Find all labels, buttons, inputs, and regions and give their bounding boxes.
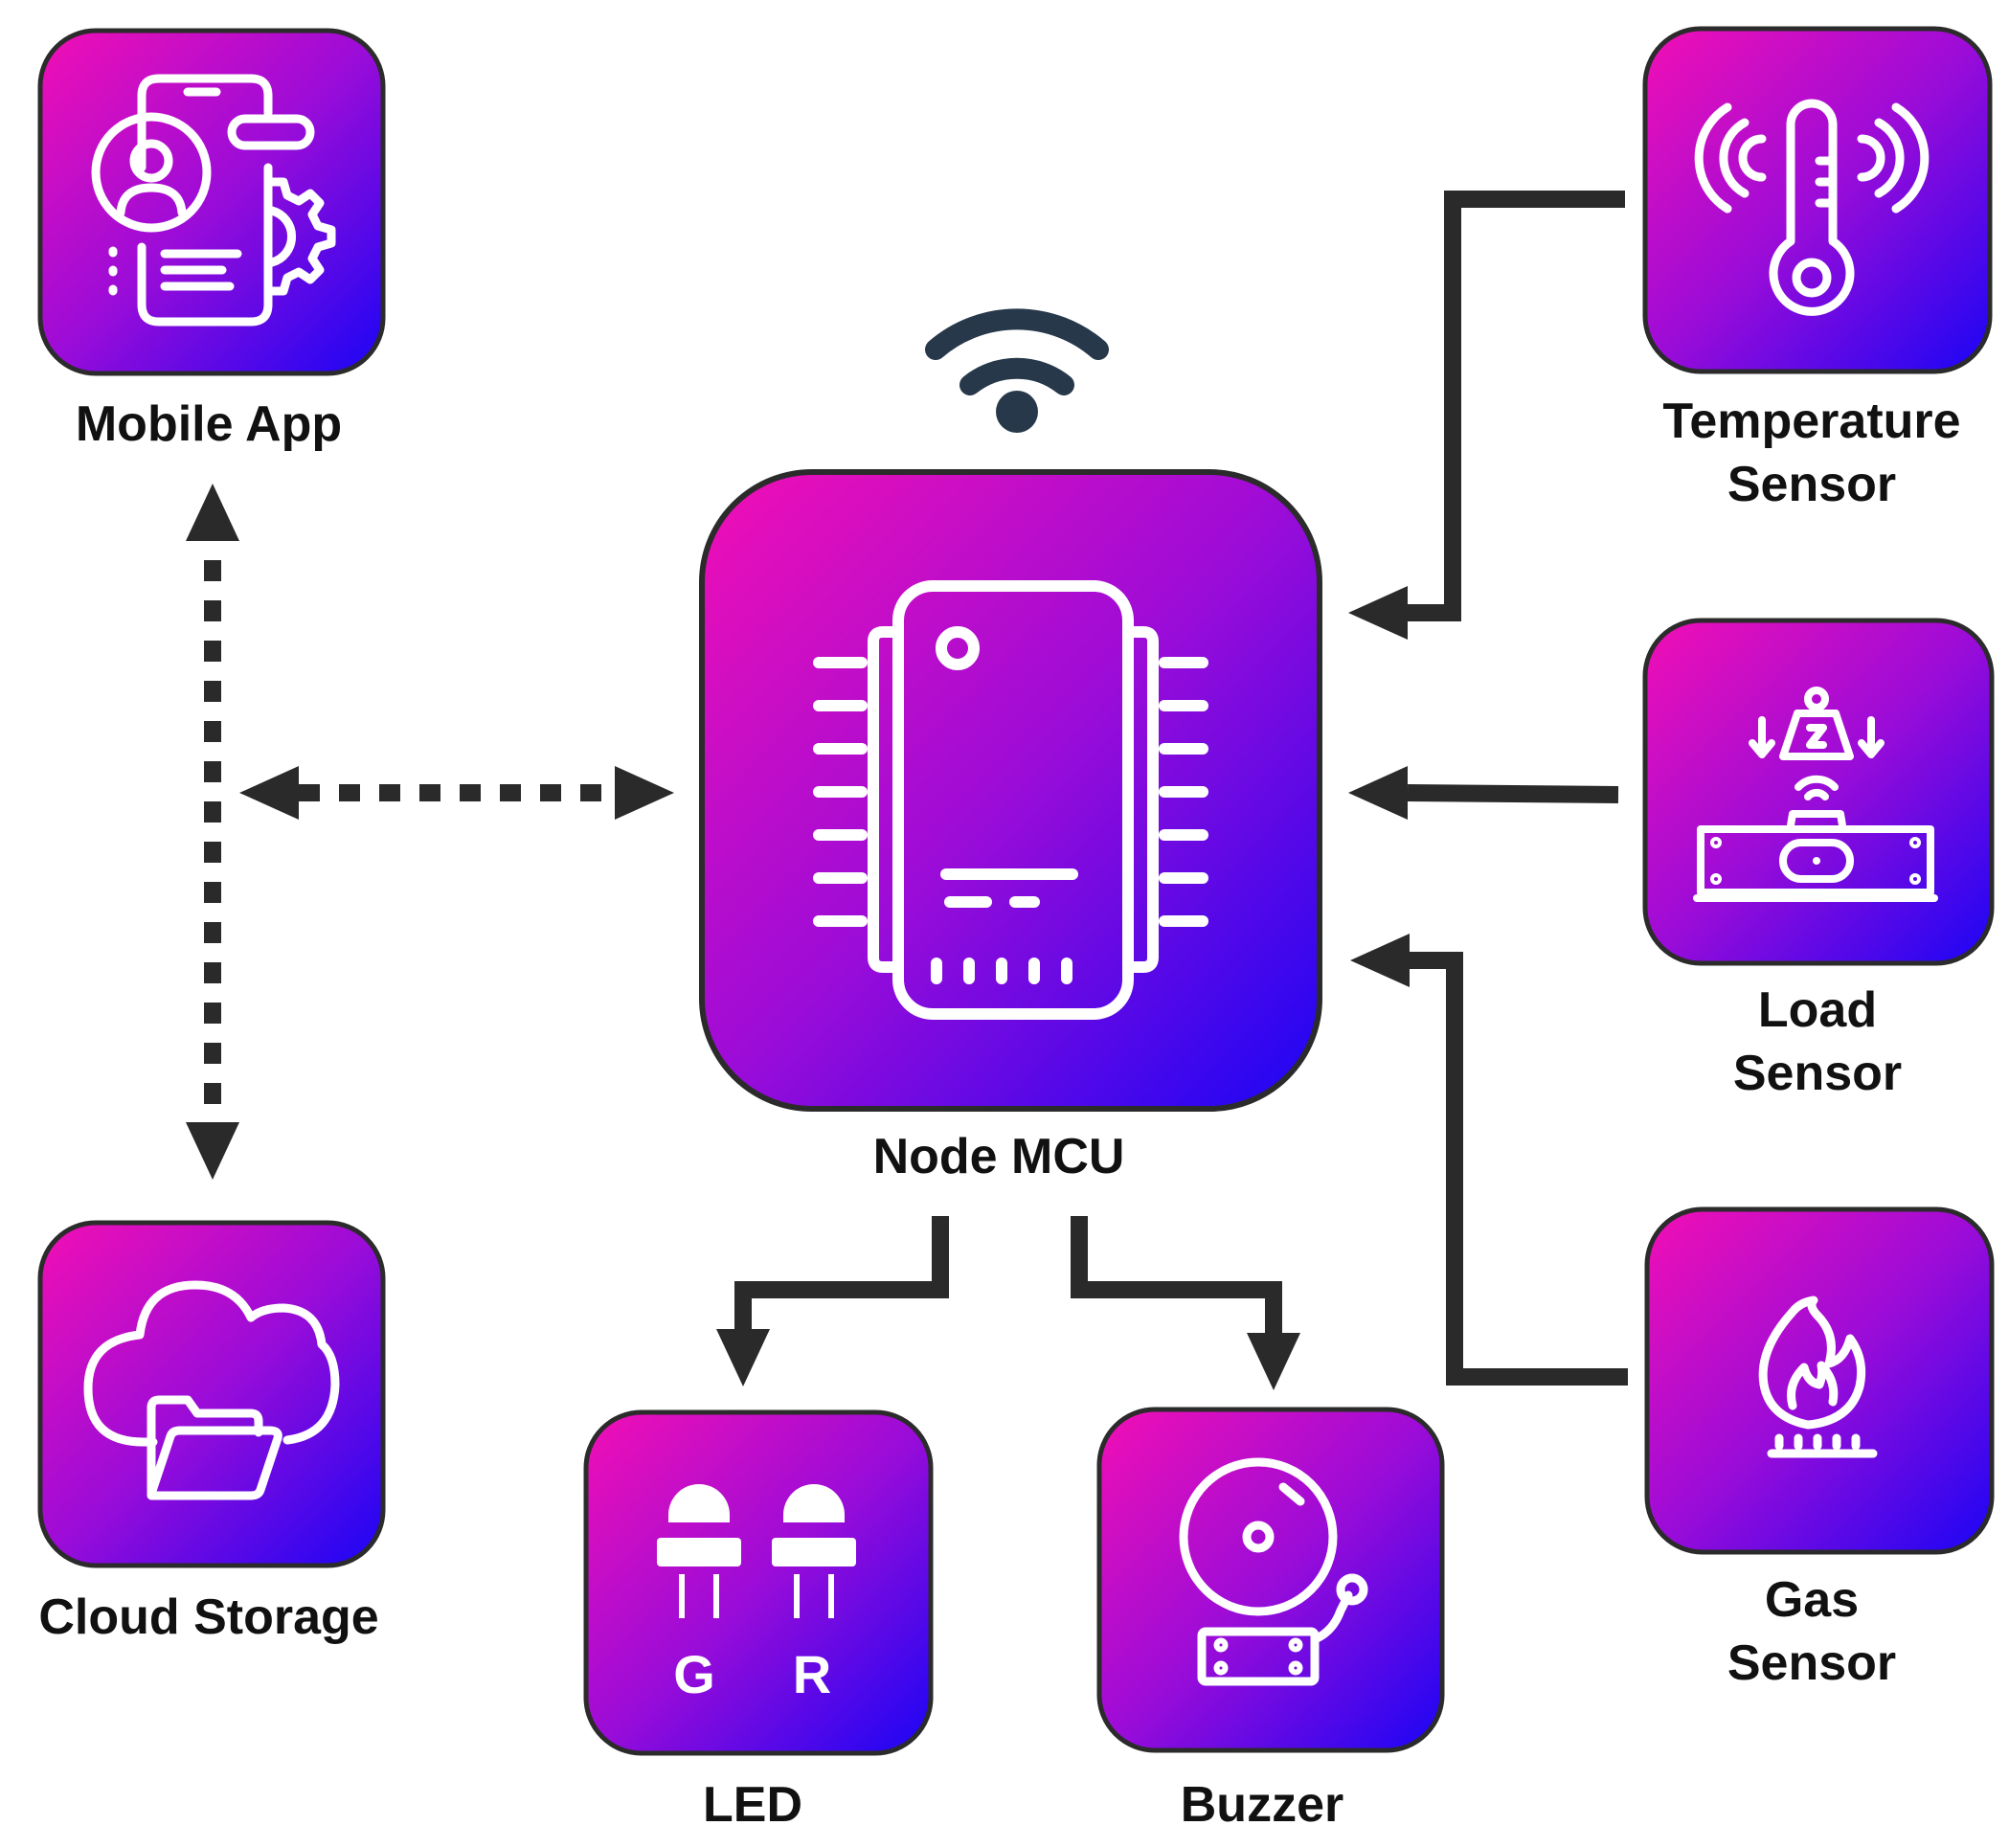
cloud-folder-icon bbox=[83, 1280, 340, 1500]
load-sensor-node: Load Sensor bbox=[1642, 618, 1995, 1101]
gas-sensor-label-line1: Gas bbox=[1765, 1572, 1859, 1628]
mobile-app-node: Mobile App bbox=[37, 28, 386, 452]
arrowhead-buzzer bbox=[1247, 1333, 1300, 1390]
thermometer-icon bbox=[1694, 99, 1930, 316]
load-sensor-label-line1: Load bbox=[1758, 982, 1877, 1038]
microcontroller-chip-icon bbox=[813, 580, 1208, 1020]
led-red-letter: R bbox=[793, 1644, 831, 1704]
arrowhead-load bbox=[1348, 766, 1408, 820]
buzzer-link bbox=[1071, 1216, 1282, 1333]
alarm-bell-icon bbox=[1179, 1457, 1368, 1686]
load-scale-icon bbox=[1693, 687, 1938, 902]
temperature-sensor-label-line1: Temperature bbox=[1662, 394, 1960, 449]
mobile-app-icon bbox=[91, 74, 336, 327]
led-green-letter: G bbox=[673, 1644, 715, 1704]
mobile-app-label: Mobile App bbox=[76, 396, 342, 452]
gas-flame-icon bbox=[1758, 1296, 1878, 1458]
arrowhead-up-mobile bbox=[186, 484, 239, 541]
load-sensor-label-line2: Sensor bbox=[1733, 1046, 1902, 1101]
temperature-link bbox=[1408, 191, 1625, 621]
connectors bbox=[186, 191, 1628, 1390]
arrowhead-led bbox=[716, 1329, 770, 1386]
temperature-sensor-node: Temperature Sensor bbox=[1642, 26, 1993, 512]
arrowhead-temperature bbox=[1348, 586, 1408, 640]
buzzer-label: Buzzer bbox=[1181, 1777, 1343, 1833]
led-pair-icon bbox=[657, 1484, 856, 1618]
gas-sensor-node: Gas Sensor bbox=[1644, 1206, 1995, 1691]
load-link bbox=[1407, 784, 1619, 803]
cloud-storage-label: Cloud Storage bbox=[38, 1589, 378, 1645]
node-mcu-label: Node MCU bbox=[873, 1129, 1125, 1184]
buzzer-node: Buzzer bbox=[1096, 1407, 1445, 1833]
node-mcu-node: Node MCU bbox=[699, 469, 1322, 1184]
arrowhead-left-link bbox=[239, 766, 299, 820]
led-label: LED bbox=[703, 1777, 802, 1833]
cloud-storage-node: Cloud Storage bbox=[37, 1220, 386, 1645]
led-tile bbox=[583, 1409, 934, 1756]
arrowhead-right-mcu bbox=[615, 766, 674, 820]
led-node: G R LED bbox=[583, 1409, 934, 1833]
led-link bbox=[734, 1216, 949, 1331]
node-mcu-tile bbox=[699, 469, 1322, 1112]
arrowhead-gas bbox=[1350, 934, 1410, 987]
gas-sensor-label-line2: Sensor bbox=[1727, 1635, 1896, 1691]
gas-link bbox=[1410, 952, 1628, 1386]
temperature-sensor-label-line2: Sensor bbox=[1727, 457, 1896, 512]
wifi-icon bbox=[925, 308, 1109, 433]
buzzer-tile bbox=[1096, 1407, 1445, 1753]
arrowhead-down-cloud bbox=[186, 1122, 239, 1180]
